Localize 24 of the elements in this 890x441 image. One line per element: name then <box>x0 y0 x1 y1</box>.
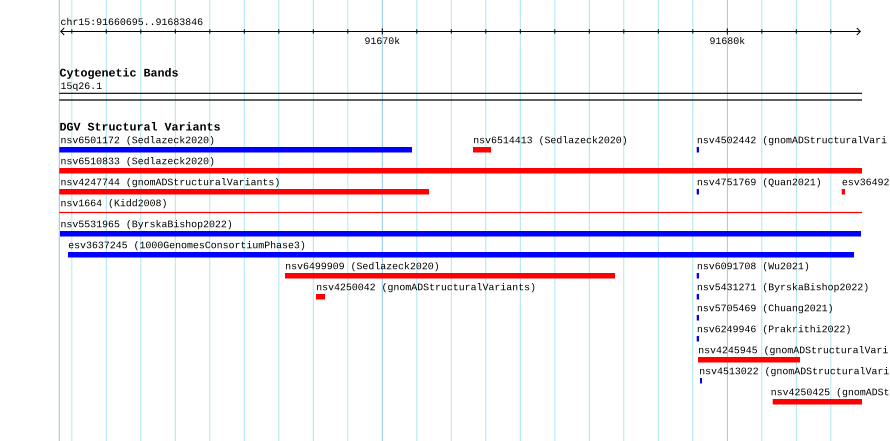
variant-label: nsv5531965 (ByrskaBishop2022) <box>61 220 232 230</box>
variant-label: nsv4751769 (Quan2021) <box>698 178 820 188</box>
track-heading: DGV Structural Variants <box>60 122 220 131</box>
variant-label: nsv5705469 (Chuang2021) <box>698 304 832 314</box>
variant-label: nsv6249946 (Prakrithi2022) <box>698 325 850 334</box>
coordinate-label: chr15:91660695..91683846 <box>61 18 202 26</box>
variant-label: nsv4502442 (gnomADStructuralVari <box>698 136 886 146</box>
variant-label: nsv4245945 (gnomADStructuralVari <box>699 346 888 356</box>
variant-label: nsv4250042 (gnomADStructuralVariants) <box>317 283 534 292</box>
variant-label: nsv4513022 (gnomADStructuralVari <box>700 367 889 376</box>
tick-label: 91680k <box>710 36 745 44</box>
variant-label: nsv4247744 (gnomADStructuralVariants) <box>61 178 279 188</box>
variant-label: nsv6510833 (Sedlazeck2020) <box>61 157 214 166</box>
variant-label: nsv4250425 (gnomADSt <box>772 388 888 398</box>
variant-label: esv36492 <box>842 178 889 186</box>
variant-label: esv3637245 (1000GenomesConsortiumPhase3) <box>68 241 304 250</box>
band-label: 15q26.1 <box>61 82 102 92</box>
variant-label: nsv6499909 (Sedlazeck2020) <box>286 262 438 272</box>
variant-label: nsv6091708 (Wu2021) <box>698 262 808 272</box>
tick-label: 91670k <box>365 36 400 44</box>
variant-label: nsv6514413 (Sedlazeck2020) <box>474 136 626 146</box>
variant-label: nsv5431271 (ByrskaBishop2022) <box>698 283 868 292</box>
variant-label: nsv1664 (Kidd2008) <box>61 199 166 208</box>
variant-label: nsv6501172 (Sedlazeck2020) <box>61 136 214 146</box>
